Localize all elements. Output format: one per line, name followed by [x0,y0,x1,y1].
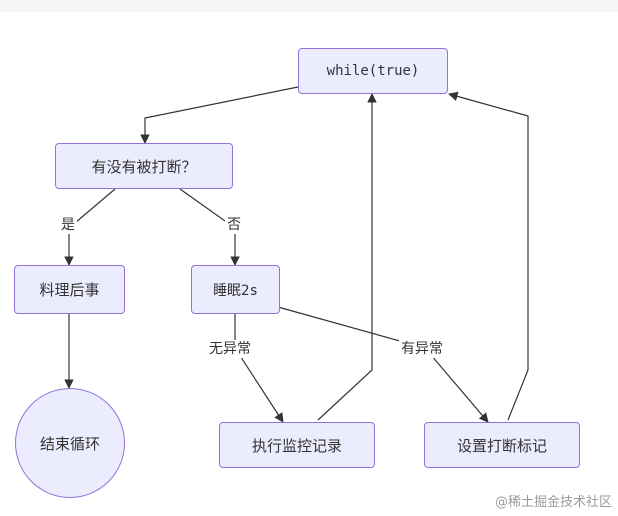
node-set-interrupt-flag: 设置打断标记 [424,422,580,468]
edge-label-no-exception: 无异常 [207,340,253,358]
edge-set-flag-to-loop [448,91,529,421]
top-strip [0,0,618,12]
edge-loop-to-check [140,86,299,144]
edge-sleep-to-monitor [234,314,284,423]
node-end-loop: 结束循环 [15,388,125,498]
node-interrupted-check: 有没有被打断？ [55,143,233,189]
node-while-true: while(true) [298,48,448,94]
node-monitor-record: 执行监控记录 [219,422,375,468]
node-cleanup: 料理后事 [14,265,125,314]
watermark-text: @稀土掘金技术社区 [494,495,612,510]
edge-label-no: 否 [225,216,243,234]
edge-sleep-to-set-flag [277,306,489,423]
node-sleep: 睡眠2s [191,265,280,314]
edge-label-yes: 是 [59,216,77,234]
edge-monitor-to-loop [317,93,377,421]
edge-label-has-exception: 有异常 [399,340,445,358]
